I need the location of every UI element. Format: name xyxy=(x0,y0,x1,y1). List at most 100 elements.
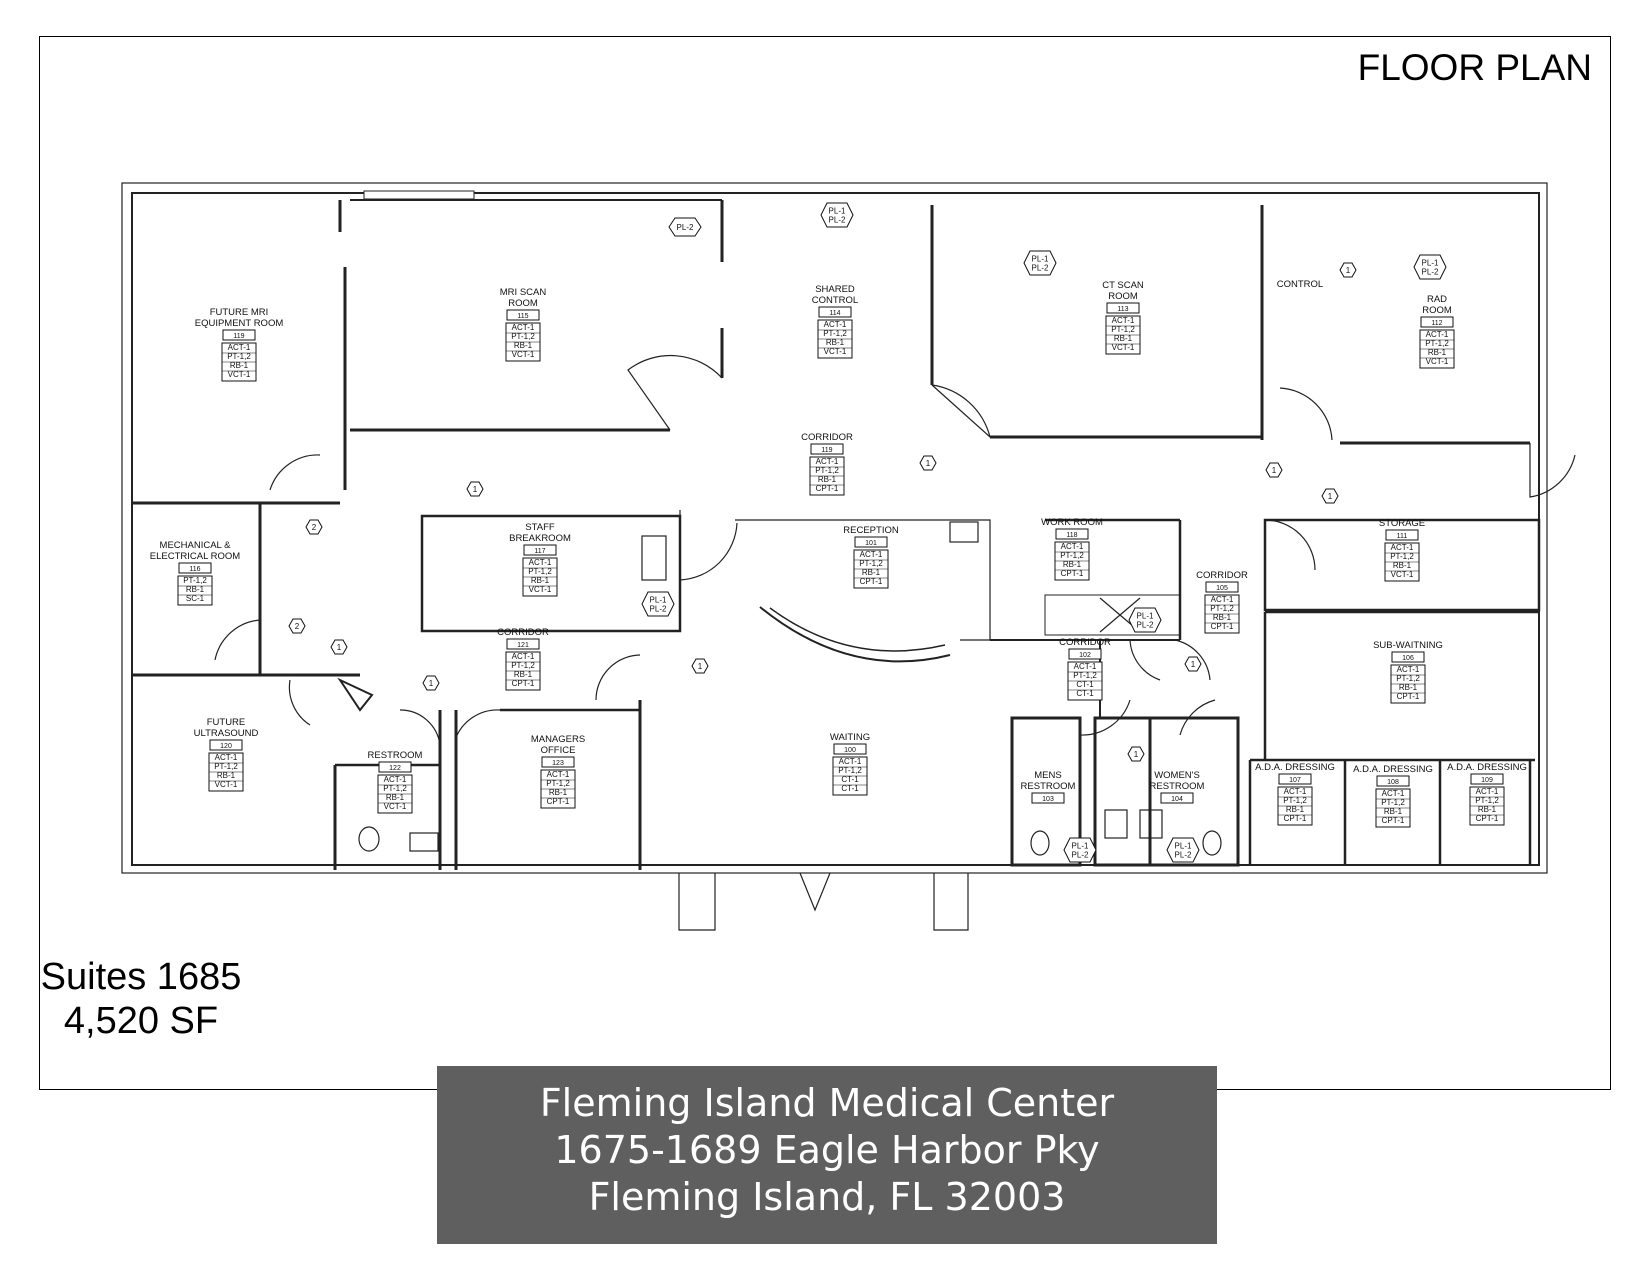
finish-code: RB-1 xyxy=(230,361,249,370)
room-name: RECEPTION xyxy=(843,525,899,536)
door-tag: 1 xyxy=(422,675,440,691)
fixture-tag: PL-1PL-2 xyxy=(1023,250,1057,276)
room-number: 101 xyxy=(865,540,877,547)
finish-code: CPT-1 xyxy=(1284,814,1307,823)
room-number-box xyxy=(1376,775,1410,787)
door-tag: 1 xyxy=(1265,462,1283,478)
room-name: MRI SCAN xyxy=(500,287,547,298)
finish-code: ACT-1 xyxy=(816,457,839,466)
room-name: CT SCAN xyxy=(1102,280,1144,291)
finish-code: RB-1 xyxy=(1478,805,1497,814)
finish-code: CPT-1 xyxy=(1061,569,1084,578)
finish-code: PT-1,2 xyxy=(528,567,552,576)
finish-code: VCT-1 xyxy=(384,802,407,811)
finish-code: VCT-1 xyxy=(529,585,552,594)
finish-code: RB-1 xyxy=(818,475,837,484)
finish-code: VCT-1 xyxy=(228,370,251,379)
column-right xyxy=(933,873,969,931)
finish-code: RB-1 xyxy=(549,788,568,797)
finish-code: RB-1 xyxy=(186,585,205,594)
finish-code: CPT-1 xyxy=(860,577,883,586)
suite-info: Suites 1685 4,520 SF xyxy=(16,955,266,1043)
door-tag: 1 xyxy=(1127,746,1145,762)
room-number: 121 xyxy=(517,642,529,649)
fixture-code: PL-2 xyxy=(1137,621,1154,630)
room-name: A.D.A. DRESSING xyxy=(1353,764,1433,775)
finish-code: ACT-1 xyxy=(1061,542,1084,551)
room-number: 100 xyxy=(844,747,856,754)
finish-code: ACT-1 xyxy=(1382,789,1405,798)
room-number-box xyxy=(818,306,852,318)
finish-code: CPT-1 xyxy=(1382,816,1405,825)
room-name: WOMEN'S xyxy=(1154,770,1200,781)
room-number: 122 xyxy=(389,765,401,772)
door-tag: 1 xyxy=(1321,488,1339,504)
fixture-tag: PL-1PL-2 xyxy=(820,202,854,228)
room-name: CORRIDOR xyxy=(497,627,549,638)
door-tag-number: 2 xyxy=(295,622,300,631)
property-name: Fleming Island Medical Center xyxy=(539,1081,1115,1125)
property-caption: Fleming Island Medical Center 1675-1689 … xyxy=(437,1066,1217,1244)
finish-code: CPT-1 xyxy=(512,679,535,688)
finish-code: ACT-1 xyxy=(547,770,570,779)
room-number-box xyxy=(506,309,540,321)
room-name: RESTROOM xyxy=(1150,781,1205,792)
room-name: FUTURE MRI xyxy=(210,307,269,318)
door-tag-number: 1 xyxy=(698,662,703,671)
room-number: 117 xyxy=(534,548,545,555)
room-number-box xyxy=(1160,792,1194,804)
finish-code: ACT-1 xyxy=(1112,316,1135,325)
room-name: RESTROOM xyxy=(1021,781,1076,792)
finish-code: RB-1 xyxy=(1384,807,1403,816)
finish-code: ACT-1 xyxy=(1397,665,1420,674)
room-number: 103 xyxy=(1042,796,1054,803)
room-name: RAD xyxy=(1427,294,1447,305)
finish-code: CT-1 xyxy=(841,784,859,793)
finish-code: PT-1,2 xyxy=(1475,796,1499,805)
room-number-box xyxy=(854,536,888,548)
finish-code: ACT-1 xyxy=(228,343,251,352)
room-number-box xyxy=(1055,528,1089,540)
fixture-code: PL-2 xyxy=(829,216,846,225)
fixture-tag: PL-1PL-2 xyxy=(1166,837,1200,863)
room-number: 107 xyxy=(1289,777,1301,784)
room-number-box xyxy=(209,739,243,751)
finish-code: PT-1,2 xyxy=(183,576,207,585)
room-name: MECHANICAL & xyxy=(160,540,232,551)
finish-code: ACT-1 xyxy=(1476,787,1499,796)
finish-code: PT-1,2 xyxy=(1390,552,1414,561)
door-tag-number: 1 xyxy=(1134,750,1139,759)
finish-code: PT-1,2 xyxy=(1283,796,1307,805)
room-number: 114 xyxy=(829,310,840,317)
door-tag: 2 xyxy=(288,618,306,634)
finish-code: VCT-1 xyxy=(824,347,847,356)
finish-code: PT-1,2 xyxy=(1396,674,1420,683)
room-number: 119 xyxy=(821,447,832,454)
finish-code: PT-1,2 xyxy=(1425,339,1449,348)
room-number: 116 xyxy=(189,566,200,573)
room-number: 119 xyxy=(233,333,244,340)
door-tag-number: 1 xyxy=(429,679,434,688)
finish-code: RB-1 xyxy=(217,771,236,780)
room-name: SUB-WAITNING xyxy=(1373,640,1443,651)
fixture-code: PL-1 xyxy=(1422,259,1439,268)
finish-code: ACT-1 xyxy=(860,550,883,559)
finish-code: ACT-1 xyxy=(512,652,535,661)
finish-code: VCT-1 xyxy=(1391,570,1414,579)
door-tag-number: 2 xyxy=(312,523,317,532)
finish-code: ACT-1 xyxy=(215,753,238,762)
door-tag-number: 1 xyxy=(1346,266,1351,275)
finish-code: ACT-1 xyxy=(1074,662,1097,671)
room-number-box xyxy=(178,562,212,574)
